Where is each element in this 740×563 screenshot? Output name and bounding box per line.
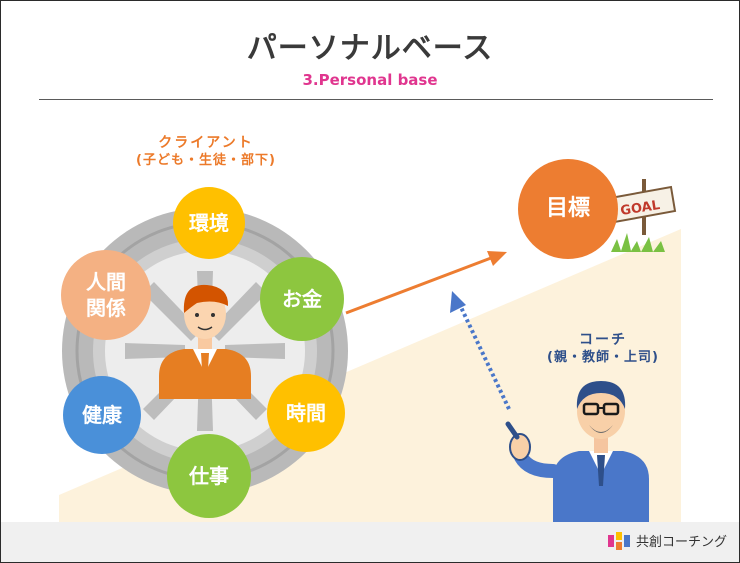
title-divider	[39, 99, 713, 100]
client-label-line1: クライアント	[158, 135, 254, 151]
element-time: 時間	[267, 374, 345, 452]
slide-subtitle: 3.Personal base	[302, 71, 438, 89]
coach-figure	[505, 381, 649, 522]
element-work: 仕事	[167, 434, 251, 518]
company-name: 共創コーチング	[635, 535, 727, 550]
support-arrow	[450, 291, 511, 410]
element-health: 健康	[63, 376, 141, 454]
coach-label: コーチ (親・教師・上司)	[503, 331, 703, 367]
coach-label-line1: コーチ	[579, 332, 627, 348]
element-relations: 人間 関係	[61, 250, 151, 340]
footer-bar: 共創コーチング	[1, 522, 739, 562]
element-relations-line1: 人間	[86, 270, 126, 294]
goal-sign-text: GOAL	[619, 198, 661, 219]
client-label-line2: (子ども・生徒・部下)	[136, 153, 276, 168]
company-logo: 共創コーチング	[607, 531, 727, 550]
goal-sign: GOAL	[603, 179, 677, 252]
progress-arrow	[345, 251, 507, 315]
coach-label-line2: (親・教師・上司)	[547, 350, 659, 365]
company-logo-icon	[607, 531, 630, 550]
slide-title: パーソナルベース	[246, 31, 494, 66]
client-figure	[159, 284, 251, 399]
goal-circle: 目標	[518, 159, 618, 259]
element-relations-line2: 関係	[86, 296, 126, 320]
element-money: お金	[260, 257, 344, 341]
element-environment: 環境	[173, 187, 245, 259]
client-label: クライアント (子ども・生徒・部下)	[81, 134, 331, 170]
